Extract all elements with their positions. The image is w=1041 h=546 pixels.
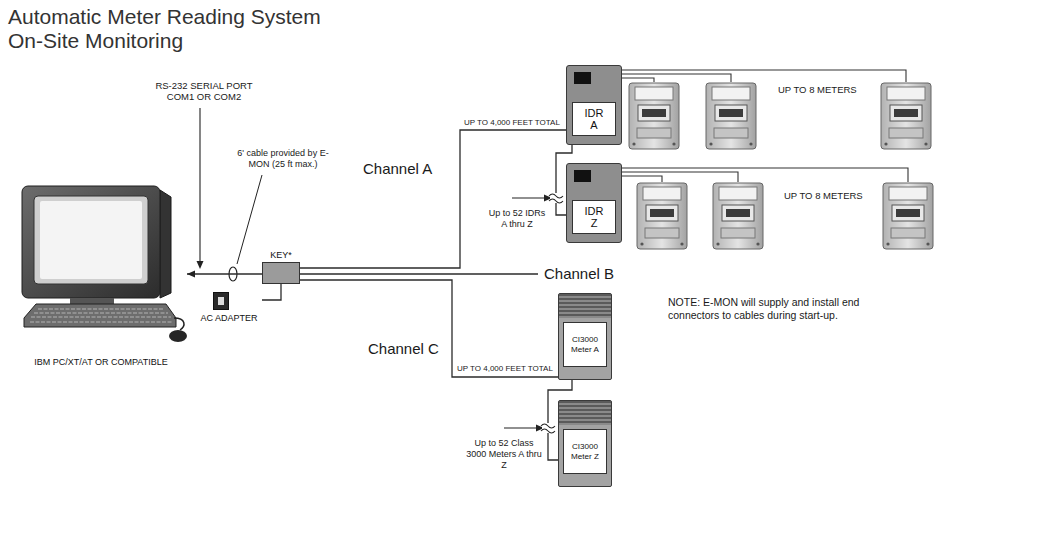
channel-b-cable	[300, 273, 538, 274]
pointer-arrow-head	[197, 261, 204, 269]
computer-node: IBM PC/XT/AT OR COMPATIBLE	[15, 182, 187, 370]
keyboard-keys	[38, 309, 164, 310]
status-window	[574, 170, 591, 182]
keyboard-keys	[30, 322, 172, 323]
annotation-label: Up to 52 IDRs A thru Z	[486, 208, 548, 230]
class3000-meter: CI3000 Meter A	[558, 293, 612, 380]
label-wrap: UP TO 4,000 FEET TOTAL	[457, 364, 553, 374]
pointer-arrow-line	[199, 108, 200, 262]
annotation-label: Channel B	[544, 265, 614, 283]
pointer-arrow-line	[512, 197, 546, 198]
annotation-label: 6' cable provided by E-MON (25 ft max.)	[236, 148, 330, 170]
meter-wire	[622, 78, 654, 82]
break-symbol	[541, 429, 555, 433]
cable-connector	[187, 273, 262, 274]
plug-body	[213, 292, 229, 310]
annotation-label: Channel A	[363, 160, 432, 178]
annotation-label: UP TO 4,000 FEET TOTAL	[457, 364, 553, 374]
meter-icon	[713, 183, 763, 249]
label-wrap: Channel C	[368, 340, 439, 358]
arrow-head	[187, 271, 195, 278]
computer-illustration	[22, 186, 187, 342]
break-symbol	[549, 194, 563, 198]
break-gap	[550, 193, 562, 203]
adapter-label: AC ADAPTER	[196, 313, 262, 324]
ac-adapter: AC ADAPTER	[196, 292, 262, 328]
key-interface: KEY*	[262, 250, 300, 284]
keyboard-keys	[34, 313, 168, 314]
label-wrap: UP TO 4,000 FEET TOTAL	[464, 118, 560, 128]
keyboard	[24, 304, 176, 327]
idr-unit: IDR A	[566, 65, 622, 145]
meter-icon	[629, 83, 679, 149]
meter-label-panel: CI3000 Meter A	[563, 322, 607, 367]
cable-connector	[262, 284, 281, 300]
monitor-side	[160, 190, 171, 298]
annotation-label: UP TO 4,000 FEET TOTAL	[464, 118, 560, 128]
monitor-screen-frame	[34, 196, 148, 284]
mouse-cord	[174, 318, 184, 330]
monitor-case	[22, 186, 160, 298]
meter-icon	[706, 83, 756, 149]
label-wrap: Channel B	[544, 265, 614, 283]
meter-label: CI3000 Meter Z	[564, 442, 606, 462]
meter-label: CI3000 Meter A	[564, 335, 606, 355]
meter-wire	[622, 70, 906, 82]
idr-label: IDR A	[585, 107, 604, 131]
class3000-meter: CI3000 Meter Z	[558, 400, 612, 487]
plug-face	[218, 297, 224, 305]
status-window	[574, 72, 591, 84]
meter-wire	[622, 74, 731, 82]
label-wrap: UP TO 8 METERS	[778, 84, 857, 95]
idr-label-panel: IDR Z	[572, 200, 616, 234]
annotation-label: UP TO 8 METERS	[784, 190, 863, 201]
break-symbol	[549, 199, 563, 203]
monitor-stand	[70, 298, 114, 304]
meter-top-band	[559, 294, 611, 318]
annotation-label: Channel C	[368, 340, 439, 358]
keyboard-keys	[31, 317, 171, 318]
leader-line	[237, 175, 262, 264]
meter-wire	[622, 176, 662, 182]
meter-wire	[622, 168, 908, 182]
meter-icon	[881, 83, 931, 149]
idr-label: IDR Z	[585, 205, 604, 229]
meter-label-panel: CI3000 Meter Z	[563, 429, 607, 474]
annotation-label: Up to 52 Class 3000 Meters A thru Z	[466, 438, 542, 471]
label-wrap: 6' cable provided by E-MON (25 ft max.)	[236, 148, 330, 170]
idr-unit: IDR Z	[566, 163, 622, 243]
diagram-title: Automatic Meter Reading System On-Site M…	[8, 5, 338, 53]
break-symbol	[541, 424, 555, 428]
label-wrap: UP TO 8 METERS	[784, 190, 863, 201]
mouse	[169, 330, 187, 342]
computer-label: IBM PC/XT/AT OR COMPATIBLE	[34, 357, 167, 368]
title-wrap: Automatic Meter Reading System On-Site M…	[8, 5, 338, 53]
annotation-label: NOTE: E-MON will supply and install end …	[668, 296, 883, 322]
annotation-label: RS-232 SERIAL PORT COM1 OR COM2	[150, 80, 258, 102]
meter-icon	[883, 183, 933, 249]
break-gap	[542, 423, 554, 433]
label-wrap: Up to 52 IDRs A thru Z	[486, 208, 548, 230]
annotation-label: UP TO 8 METERS	[778, 84, 857, 95]
label-wrap: RS-232 SERIAL PORT COM1 OR COM2	[150, 80, 258, 102]
meter-wiring	[622, 70, 908, 182]
key-label: KEY*	[270, 250, 292, 261]
key-box-body	[262, 262, 300, 284]
meter-top-band	[559, 401, 611, 425]
pointer-arrow-line	[504, 427, 538, 428]
label-wrap: Channel A	[363, 160, 432, 178]
monitor-screen	[40, 201, 142, 279]
cable-connector	[300, 280, 558, 377]
label-wrap: NOTE: E-MON will supply and install end …	[668, 296, 883, 322]
cable-connector	[300, 130, 566, 268]
label-wrap: Up to 52 Class 3000 Meters A thru Z	[466, 438, 542, 471]
idr-label-panel: IDR A	[572, 102, 616, 136]
meter-row	[629, 83, 933, 249]
meter-wire	[622, 172, 738, 182]
meter-icon	[637, 183, 687, 249]
